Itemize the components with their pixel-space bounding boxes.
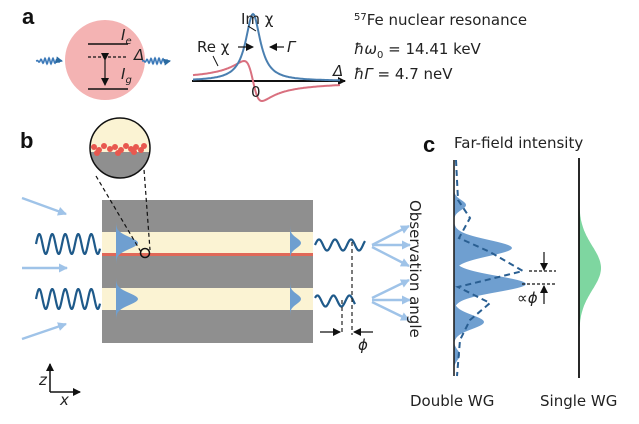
cladding-bottom [102, 310, 313, 343]
re-chi-label: Re χ [197, 38, 230, 56]
panel-b-label: b [20, 128, 33, 153]
re-chi-leader [212, 55, 219, 67]
fe-nucleus-dot [115, 150, 121, 156]
fe-nucleus-dot [141, 143, 147, 149]
emitted-arrow [371, 300, 410, 322]
far-field-title: Far-field intensity [454, 134, 583, 152]
double-waveguide [102, 200, 313, 343]
fe-nucleus-dot [91, 144, 97, 150]
re-chi-curve [192, 59, 340, 103]
linewidth-equation: ħΓ = 4.7 neV [354, 65, 453, 83]
excited-level-label: Ie [121, 26, 132, 47]
panel-a-label: a [22, 4, 35, 29]
mode-profile-out-upper [290, 213, 301, 273]
zoom-leader-left [95, 175, 142, 253]
x-axis-label: x [59, 391, 69, 409]
double-wg-reference-dashed [455, 159, 526, 377]
intensity-peak [454, 340, 460, 370]
fe-nucleus-dot [123, 143, 129, 149]
output-wave-lower [314, 294, 356, 308]
outgoing-photon-icon [141, 56, 171, 66]
z-axis-label: z [38, 371, 48, 389]
incident-arrow-1 [21, 196, 67, 216]
ground-level-label: Ig [121, 65, 132, 86]
panel-c: c Far-field intensity Observation angle … [406, 132, 617, 410]
mode-profile-in-lower [116, 259, 138, 339]
detuning-label: Δ [133, 46, 144, 64]
intensity-peak [454, 260, 526, 308]
fe-nucleus-dot [133, 144, 139, 150]
emitted-arrow [371, 224, 410, 247]
emitted-arrow [371, 278, 410, 300]
panel-b: b [20, 117, 411, 409]
cladding-middle [102, 256, 313, 288]
incoming-photon-icon [35, 56, 63, 66]
im-chi-curve [193, 12, 340, 82]
incident-arrow-3 [21, 322, 67, 341]
fe-nucleus-dot [131, 149, 137, 155]
single-wg-label: Single WG [540, 392, 617, 410]
panel-c-label: c [423, 132, 435, 157]
mode-profile-in-upper [116, 203, 138, 283]
resonance-title: 57Fe nuclear resonance [354, 11, 527, 29]
axis-delta-label: Δ [332, 62, 343, 80]
origin-label: 0 [251, 83, 261, 101]
fe-nucleus-dot [94, 150, 100, 156]
gamma-label: Γ [287, 38, 297, 56]
zoom-circle [89, 117, 151, 179]
emitted-light-fan [371, 224, 411, 322]
intensity-peak [454, 301, 484, 343]
observation-angle-label: Observation angle [406, 200, 424, 338]
incident-wave-lower [34, 288, 102, 310]
im-chi-label: Im χ [241, 10, 274, 28]
zoom-target-circle [139, 247, 151, 259]
fe-nucleus-dot [101, 143, 107, 149]
phase-label: ϕ [358, 336, 368, 354]
mode-profile-out-lower [290, 269, 301, 329]
fe-nuclei-dots [91, 143, 147, 156]
double-wg-label: Double WG [410, 392, 494, 410]
core-upper [102, 232, 313, 254]
energy-equation: ħω0 = 14.41 keV [354, 40, 482, 61]
emitted-arrow [371, 245, 410, 268]
cladding-top [102, 200, 313, 232]
intensity-peak [454, 190, 466, 220]
incident-wave-upper [34, 233, 102, 255]
core-lower [102, 288, 313, 310]
fe-nucleus-dot [112, 144, 118, 150]
im-chi-leader [247, 25, 257, 32]
panel-a: a Ie Δ Ig Im χ Re χ Γ Δ 0 57Fe nuclear r… [22, 4, 527, 103]
fe-nucleus-dot [107, 146, 113, 152]
single-wg-intensity-fill [579, 200, 601, 335]
shift-label: ∝ϕ [517, 289, 538, 307]
output-wave-upper [313, 238, 366, 252]
zoom-leader-right [142, 155, 151, 251]
fe-layer [102, 253, 313, 256]
